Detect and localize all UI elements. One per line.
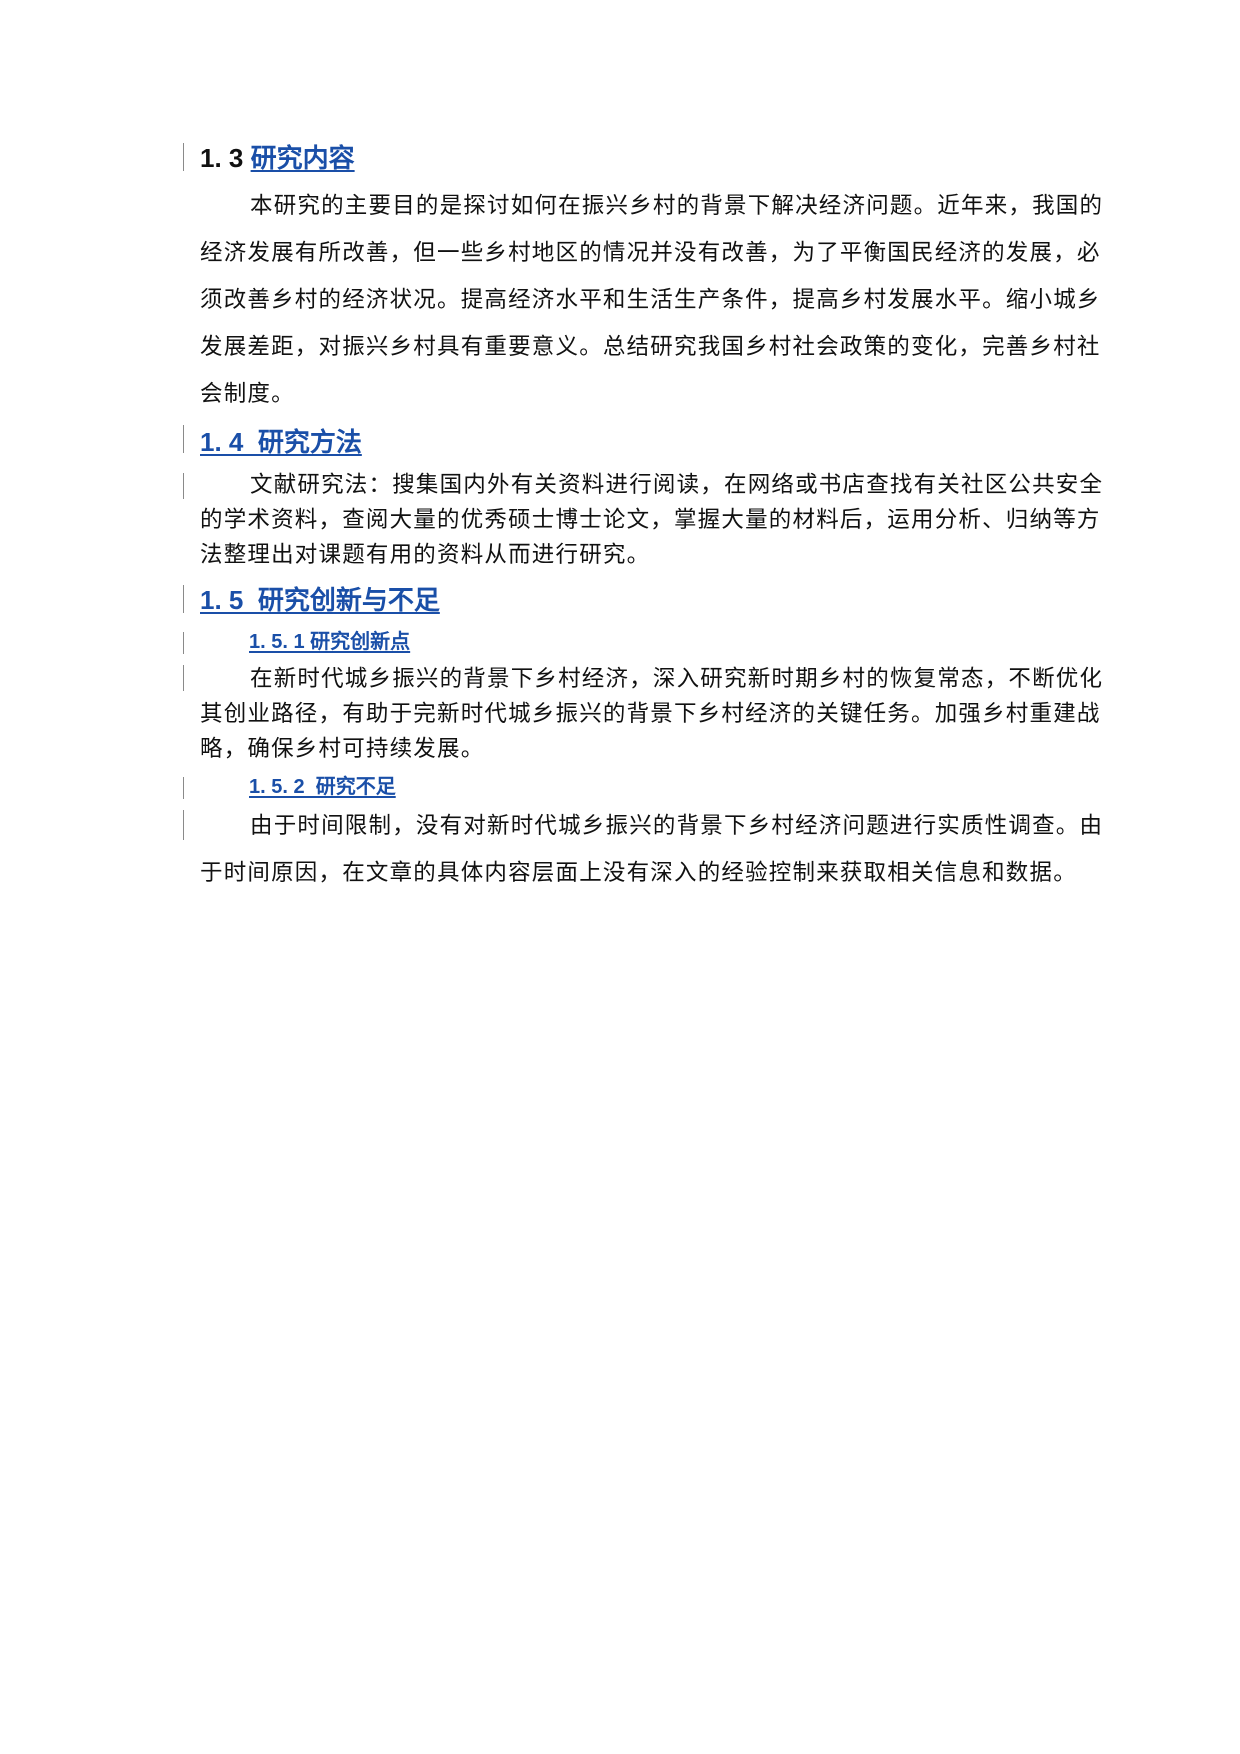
section-heading-link[interactable]: 1. 5 研究创新与不足 — [200, 585, 440, 615]
subsection-heading-1-5-1[interactable]: 1. 5. 1 研究创新点 — [249, 631, 411, 653]
section-heading-1-4: 1. 4 研究方法 — [200, 425, 362, 459]
section-body-1-3: 本研究的主要目的是探讨如何在振兴乡村的背景下解决经济问题。近年来，我国的经济发展… — [200, 183, 1115, 418]
section-heading-link[interactable]: 1. 4 研究方法 — [200, 427, 362, 457]
revision-bar — [183, 665, 184, 691]
revision-bar — [183, 777, 184, 799]
revision-bar — [183, 585, 184, 613]
revision-bar — [183, 425, 184, 453]
section-heading-1-5: 1. 5 研究创新与不足 — [200, 583, 440, 617]
paragraph: 在新时代城乡振兴的背景下乡村经济，深入研究新时期乡村的恢复常态，不断优化其创业路… — [200, 666, 1104, 762]
revision-bar — [183, 810, 184, 840]
section-body-1-4: 文献研究法：搜集国内外有关资料进行阅读，在网络或书店查找有关社区公共安全的学术资… — [200, 468, 1115, 573]
revision-bar — [183, 143, 184, 171]
subsection-heading-1-5-2[interactable]: 1. 5. 2 研究不足 — [249, 776, 396, 798]
revision-bar — [183, 632, 184, 654]
paragraph: 本研究的主要目的是探讨如何在振兴乡村的背景下解决经济问题。近年来，我国的经济发展… — [200, 193, 1104, 407]
subsection-body-1-5-2: 由于时间限制，没有对新时代城乡振兴的背景下乡村经济问题进行实质性调查。由于时间原… — [200, 803, 1115, 897]
paragraph: 由于时间限制，没有对新时代城乡振兴的背景下乡村经济问题进行实质性调查。由于时间原… — [200, 813, 1104, 886]
section-heading-1-3: 1. 3 研究内容 — [200, 141, 355, 175]
paragraph: 文献研究法：搜集国内外有关资料进行阅读，在网络或书店查找有关社区公共安全的学术资… — [200, 472, 1104, 568]
revision-bar — [183, 473, 184, 499]
subsection-body-1-5-1: 在新时代城乡振兴的背景下乡村经济，深入研究新时期乡村的恢复常态，不断优化其创业路… — [200, 662, 1115, 767]
section-number: 1. 3 — [200, 143, 244, 173]
section-title-link[interactable]: 研究内容 — [250, 143, 355, 173]
